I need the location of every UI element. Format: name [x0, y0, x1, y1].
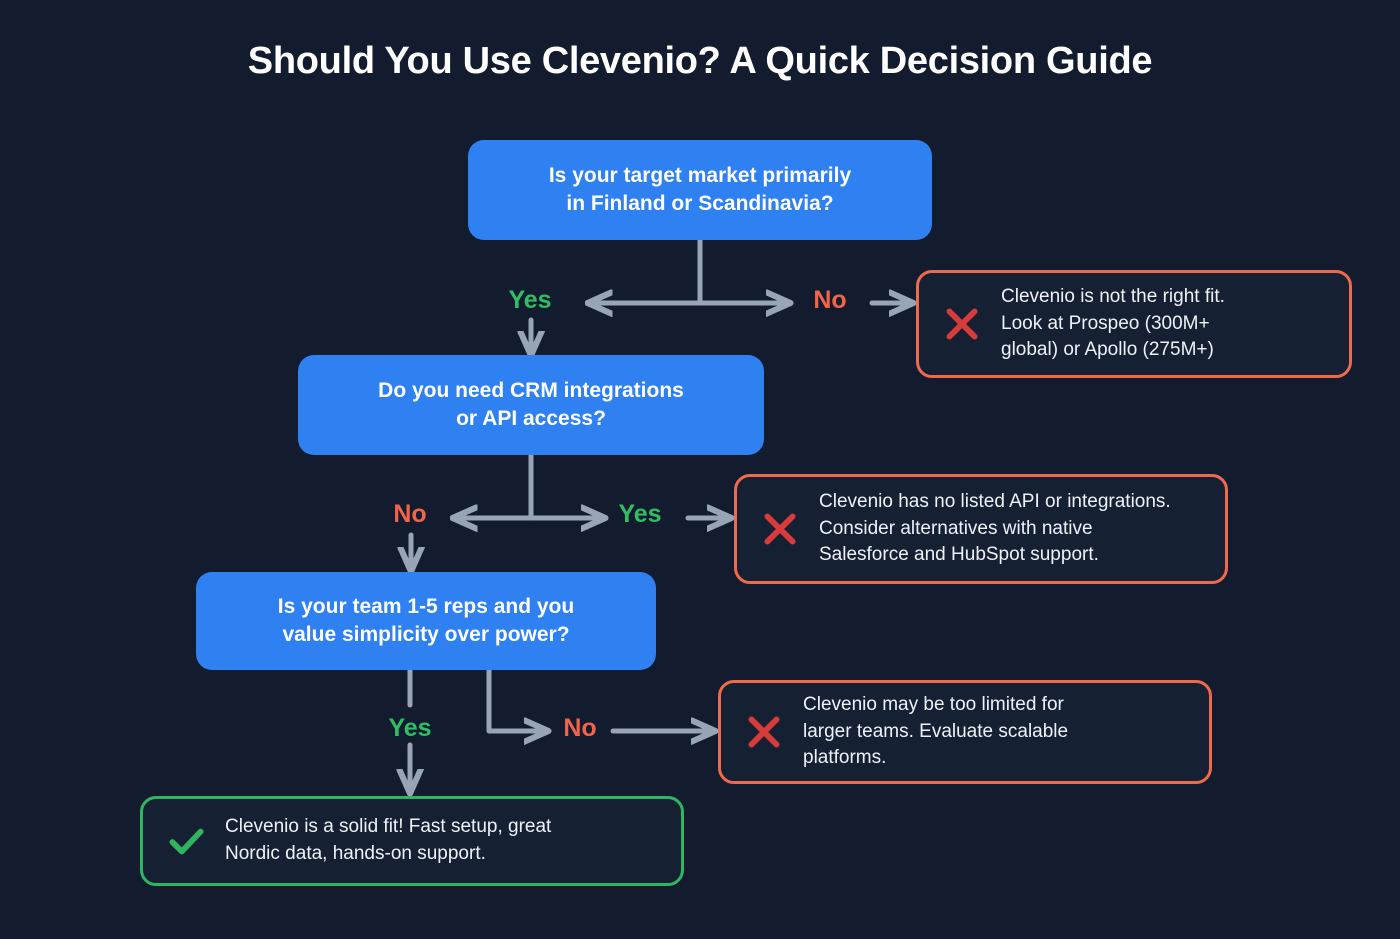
branch-label-no-1: No [813, 286, 847, 314]
outcome-text: Clevenio may be too limited for larger t… [803, 693, 1069, 769]
check-icon [169, 828, 204, 855]
outcome-box-no-api[interactable]: Clevenio has no listed API or integratio… [734, 474, 1228, 584]
page-title: Should You Use Clevenio? A Quick Decisio… [247, 40, 1153, 82]
decision-box-text: Is your target market primarily in Finla… [548, 163, 852, 215]
branch-label-yes-1: Yes [508, 286, 552, 314]
outcome-box-solid-fit[interactable]: Clevenio is a solid fit! Fast setup, gre… [140, 796, 684, 886]
outcome-text: Clevenio is not the right fit. Look at P… [1001, 285, 1225, 361]
outcome-text: Clevenio is a solid fit! Fast setup, gre… [225, 816, 552, 864]
decision-box-target-market[interactable]: Is your target market primarily in Finla… [468, 140, 932, 240]
cross-icon [764, 513, 796, 545]
outcome-box-too-limited[interactable]: Clevenio may be too limited for larger t… [718, 680, 1212, 784]
branch-label-no-2: No [393, 500, 427, 528]
decision-box-crm-integrations[interactable]: Do you need CRM integrations or API acce… [298, 355, 764, 455]
branch-label-no-3: No [563, 714, 597, 742]
decision-box-text: Is your team 1-5 reps and you value simp… [277, 594, 575, 646]
branch-label-yes-3: Yes [388, 714, 432, 742]
decision-box-team-size[interactable]: Is your team 1-5 reps and you value simp… [196, 572, 656, 670]
outcome-box-not-right-fit[interactable]: Clevenio is not the right fit. Look at P… [916, 270, 1352, 378]
cross-icon [946, 308, 978, 340]
outcome-text: Clevenio has no listed API or integratio… [819, 490, 1171, 566]
decision-box-text: Do you need CRM integrations or API acce… [378, 378, 684, 430]
cross-icon [748, 716, 780, 748]
branch-label-yes-2: Yes [618, 500, 662, 528]
